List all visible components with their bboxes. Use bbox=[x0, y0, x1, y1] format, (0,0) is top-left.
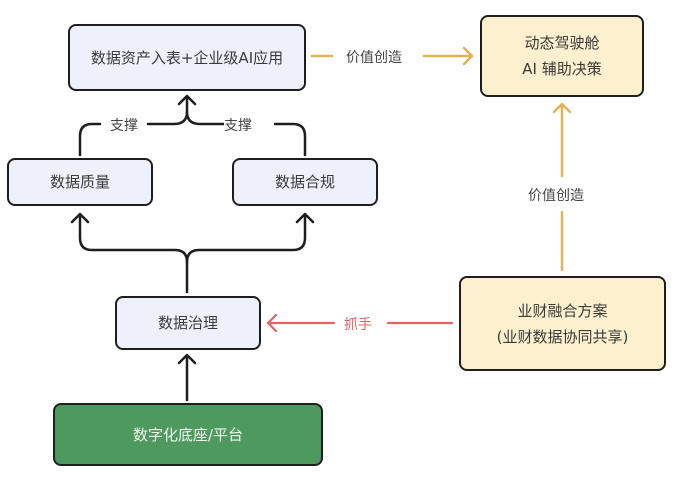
edge-label-value-top: 价值创造 bbox=[346, 47, 402, 67]
node-quality: 数据质量 bbox=[7, 158, 153, 206]
node-governance: 数据治理 bbox=[115, 296, 261, 350]
node-cockpit-line1: 动态驾驶舱 bbox=[524, 34, 600, 52]
node-cockpit: 动态驾驶舱 AI 辅助决策 bbox=[480, 15, 644, 97]
arrow-value-right bbox=[552, 102, 572, 272]
edge-label-value-right: 价值创造 bbox=[528, 185, 584, 205]
node-fusion: 业财融合方案 (业财数据协同共享) bbox=[459, 276, 666, 371]
arrow-value-top bbox=[310, 46, 474, 66]
arrow-grip bbox=[266, 313, 454, 333]
node-top-label: 数据资产入表+企业级AI应用 bbox=[90, 48, 284, 67]
node-fusion-line1: 业财融合方案 bbox=[517, 301, 608, 320]
node-compliance-label: 数据合规 bbox=[274, 173, 335, 191]
node-platform-label: 数字化底座/平台 bbox=[132, 425, 244, 444]
edge-label-grip: 抓手 bbox=[344, 314, 372, 334]
arrow-governance-split-right bbox=[185, 212, 315, 264]
node-cockpit-line2: AI 辅助决策 bbox=[522, 60, 602, 78]
edge-label-support-right: 支撑 bbox=[224, 115, 252, 135]
arrow-support-right bbox=[185, 110, 307, 157]
arrow-governance-split bbox=[70, 212, 189, 294]
node-fusion-line2: (业财数据协同共享) bbox=[496, 327, 629, 346]
node-top: 数据资产入表+企业级AI应用 bbox=[68, 24, 306, 91]
node-quality-label: 数据质量 bbox=[49, 173, 110, 191]
arrow-platform-to-governance bbox=[177, 353, 197, 402]
node-compliance: 数据合规 bbox=[232, 158, 378, 206]
node-governance-label: 数据治理 bbox=[157, 314, 218, 332]
edge-label-support-left: 支撑 bbox=[110, 115, 138, 135]
node-platform: 数字化底座/平台 bbox=[53, 403, 323, 466]
